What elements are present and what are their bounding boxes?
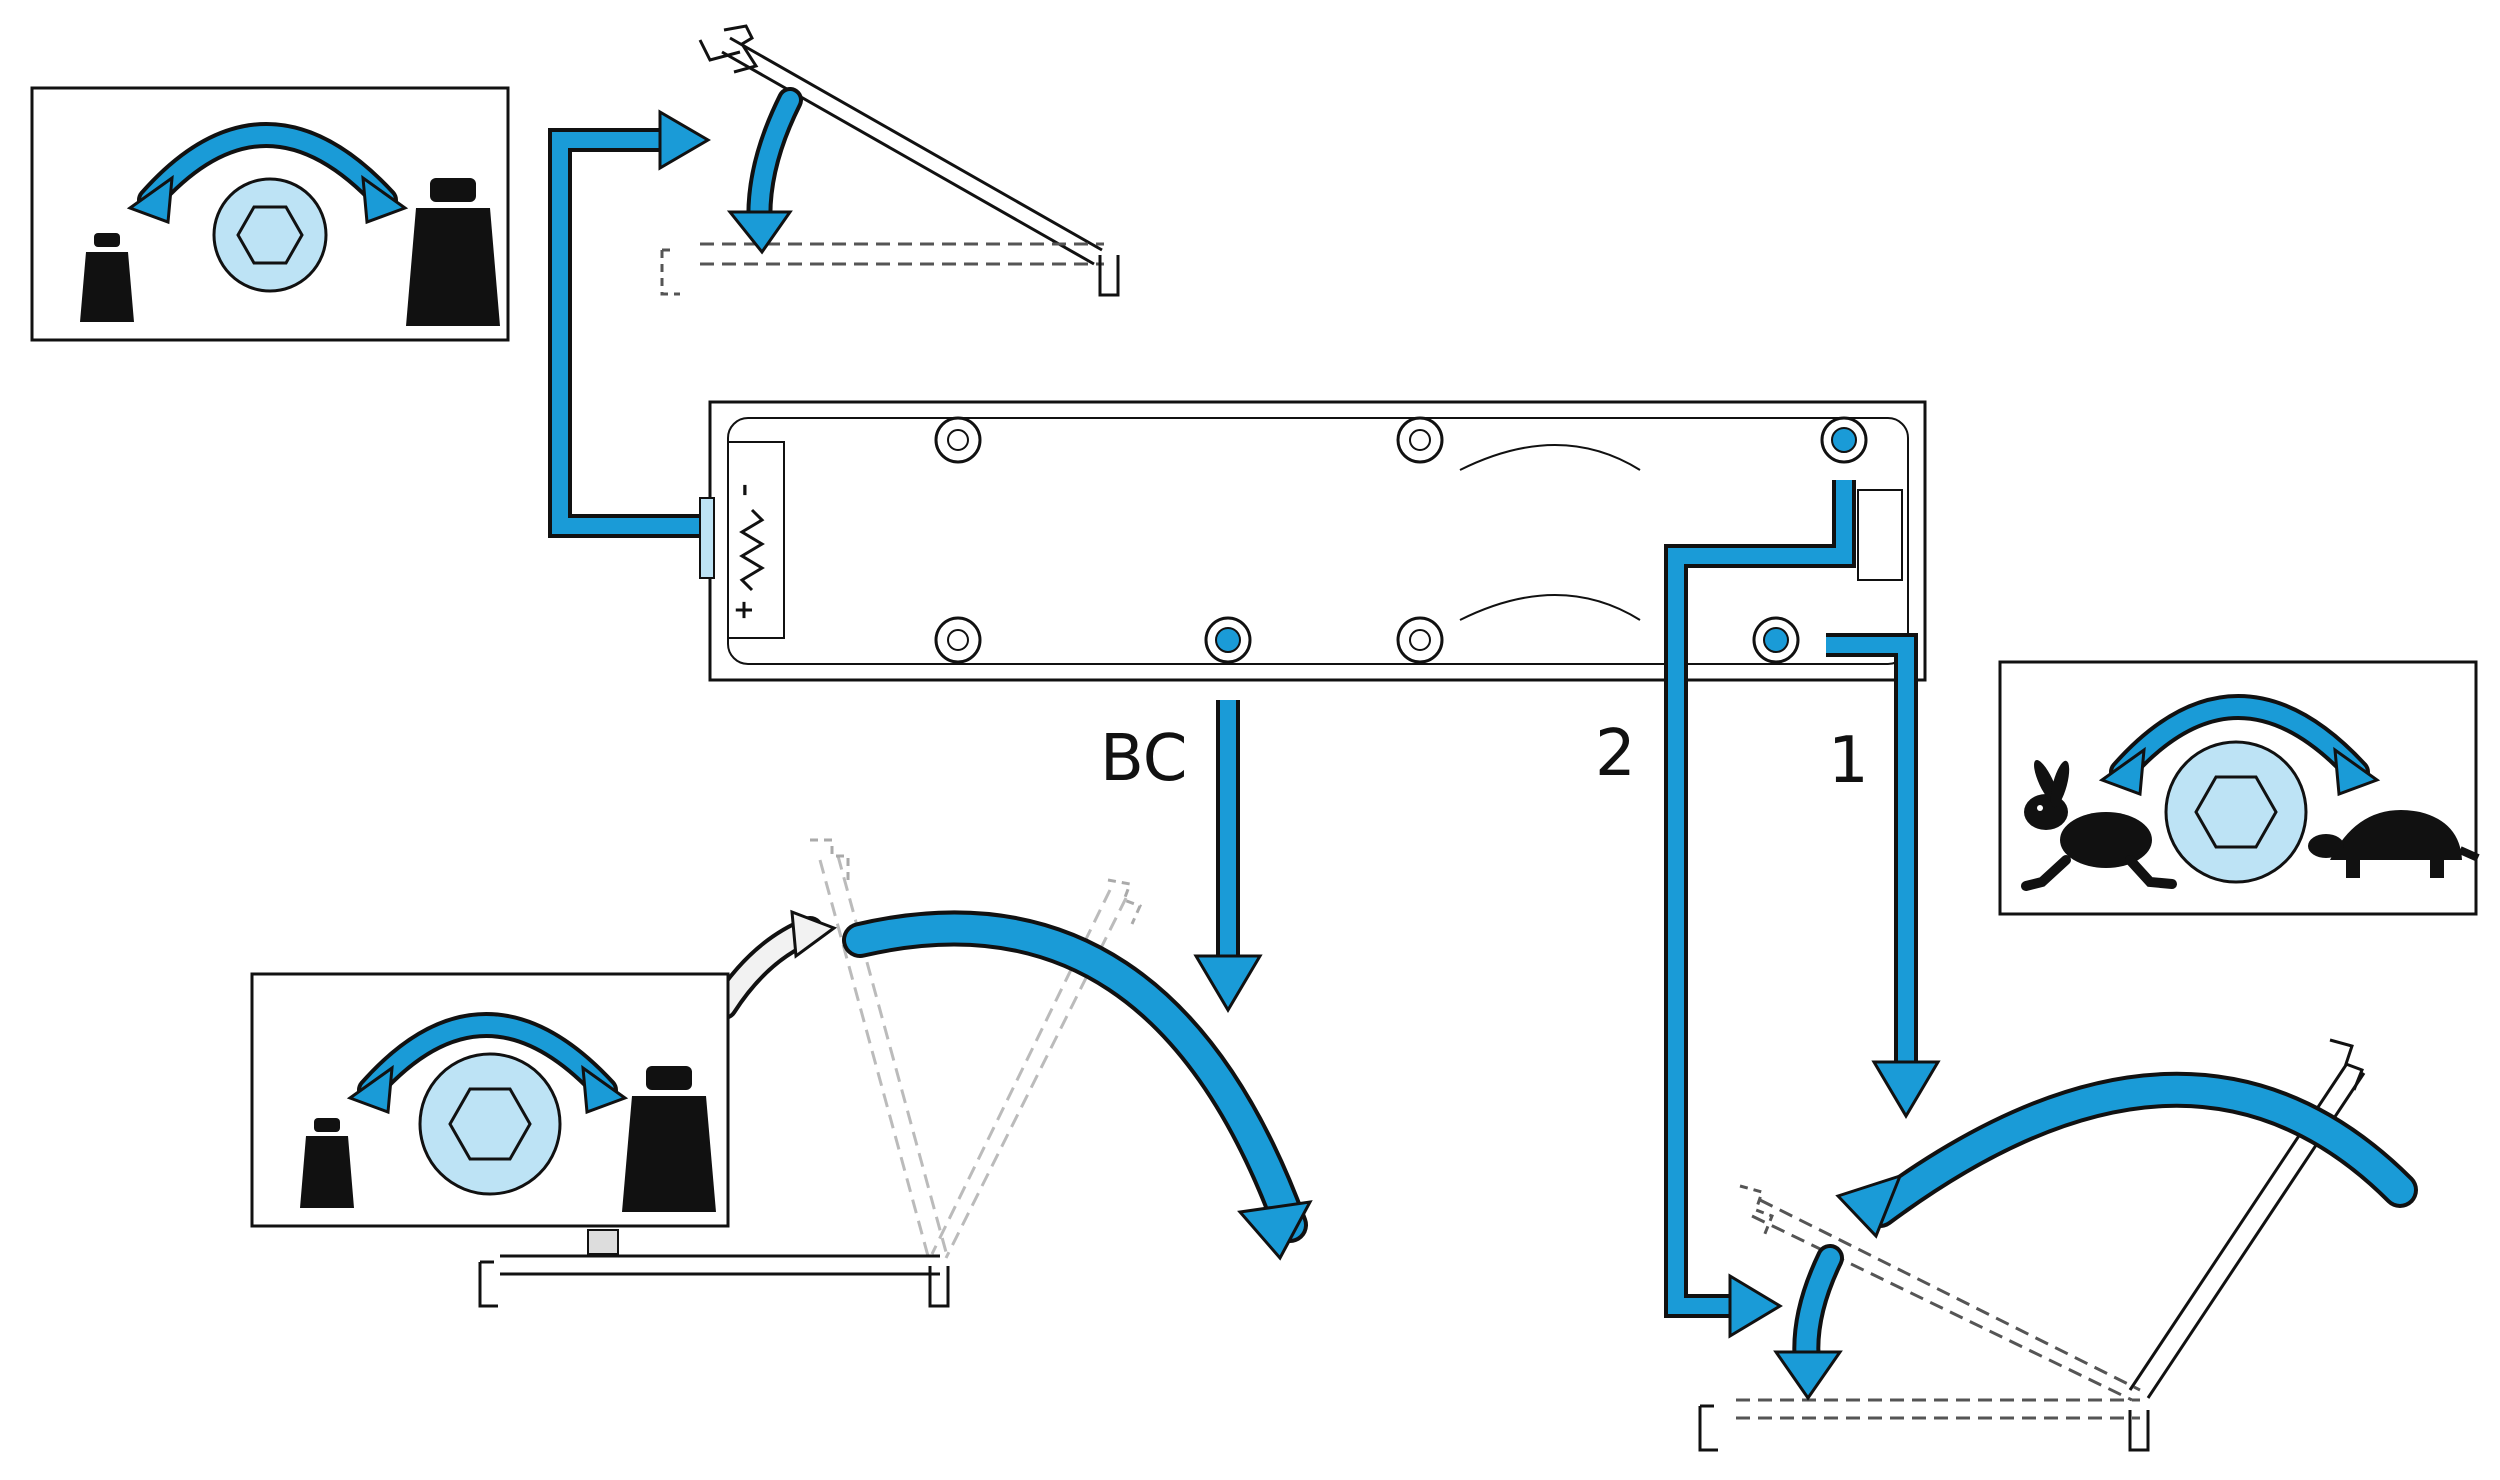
connector-valve-2: [1664, 480, 1856, 1339]
closing-speed-panel: [1998, 660, 2480, 916]
label-valve-2: 2: [1595, 717, 1636, 791]
backcheck-panel: [250, 972, 730, 1228]
connector-top: [548, 109, 711, 538]
connector-valve-1: [1826, 633, 1941, 1119]
turtle-icon: [2308, 810, 2480, 878]
connector-bc: [1193, 700, 1263, 1013]
closing-force-panel: [30, 86, 510, 342]
small-weight-icon: [300, 1118, 354, 1208]
large-weight-icon: [406, 178, 500, 326]
label-bc: BC: [1100, 722, 1187, 796]
hex-adjuster-icon[interactable]: [2164, 740, 2308, 884]
spring-minus-label: –: [729, 484, 759, 497]
rabbit-icon: [2021, 760, 2177, 891]
bottom-left-door-sketch: [478, 838, 1313, 1308]
label-valve-1: 1: [1828, 724, 1869, 798]
bottom-right-door-sketch: [1698, 1038, 2418, 1452]
door-closer-body: + –: [699, 400, 1927, 682]
hex-adjuster-icon[interactable]: [418, 1052, 562, 1196]
spring-plus-label: +: [729, 599, 759, 621]
valve-1[interactable]: [1752, 616, 1800, 664]
large-weight-icon: [622, 1066, 716, 1212]
screw-boss-3: [934, 616, 982, 664]
screw-boss-2: [1396, 416, 1444, 464]
spring-icon: + –: [729, 484, 765, 621]
hex-adjuster-icon[interactable]: [212, 177, 328, 293]
small-weight-icon: [80, 233, 134, 322]
valve-2[interactable]: [1820, 416, 1868, 464]
valve-bc[interactable]: [1204, 616, 1252, 664]
screw-boss-4: [1396, 616, 1444, 664]
top-door-sketch: [660, 24, 1120, 297]
screw-boss-1: [934, 416, 982, 464]
